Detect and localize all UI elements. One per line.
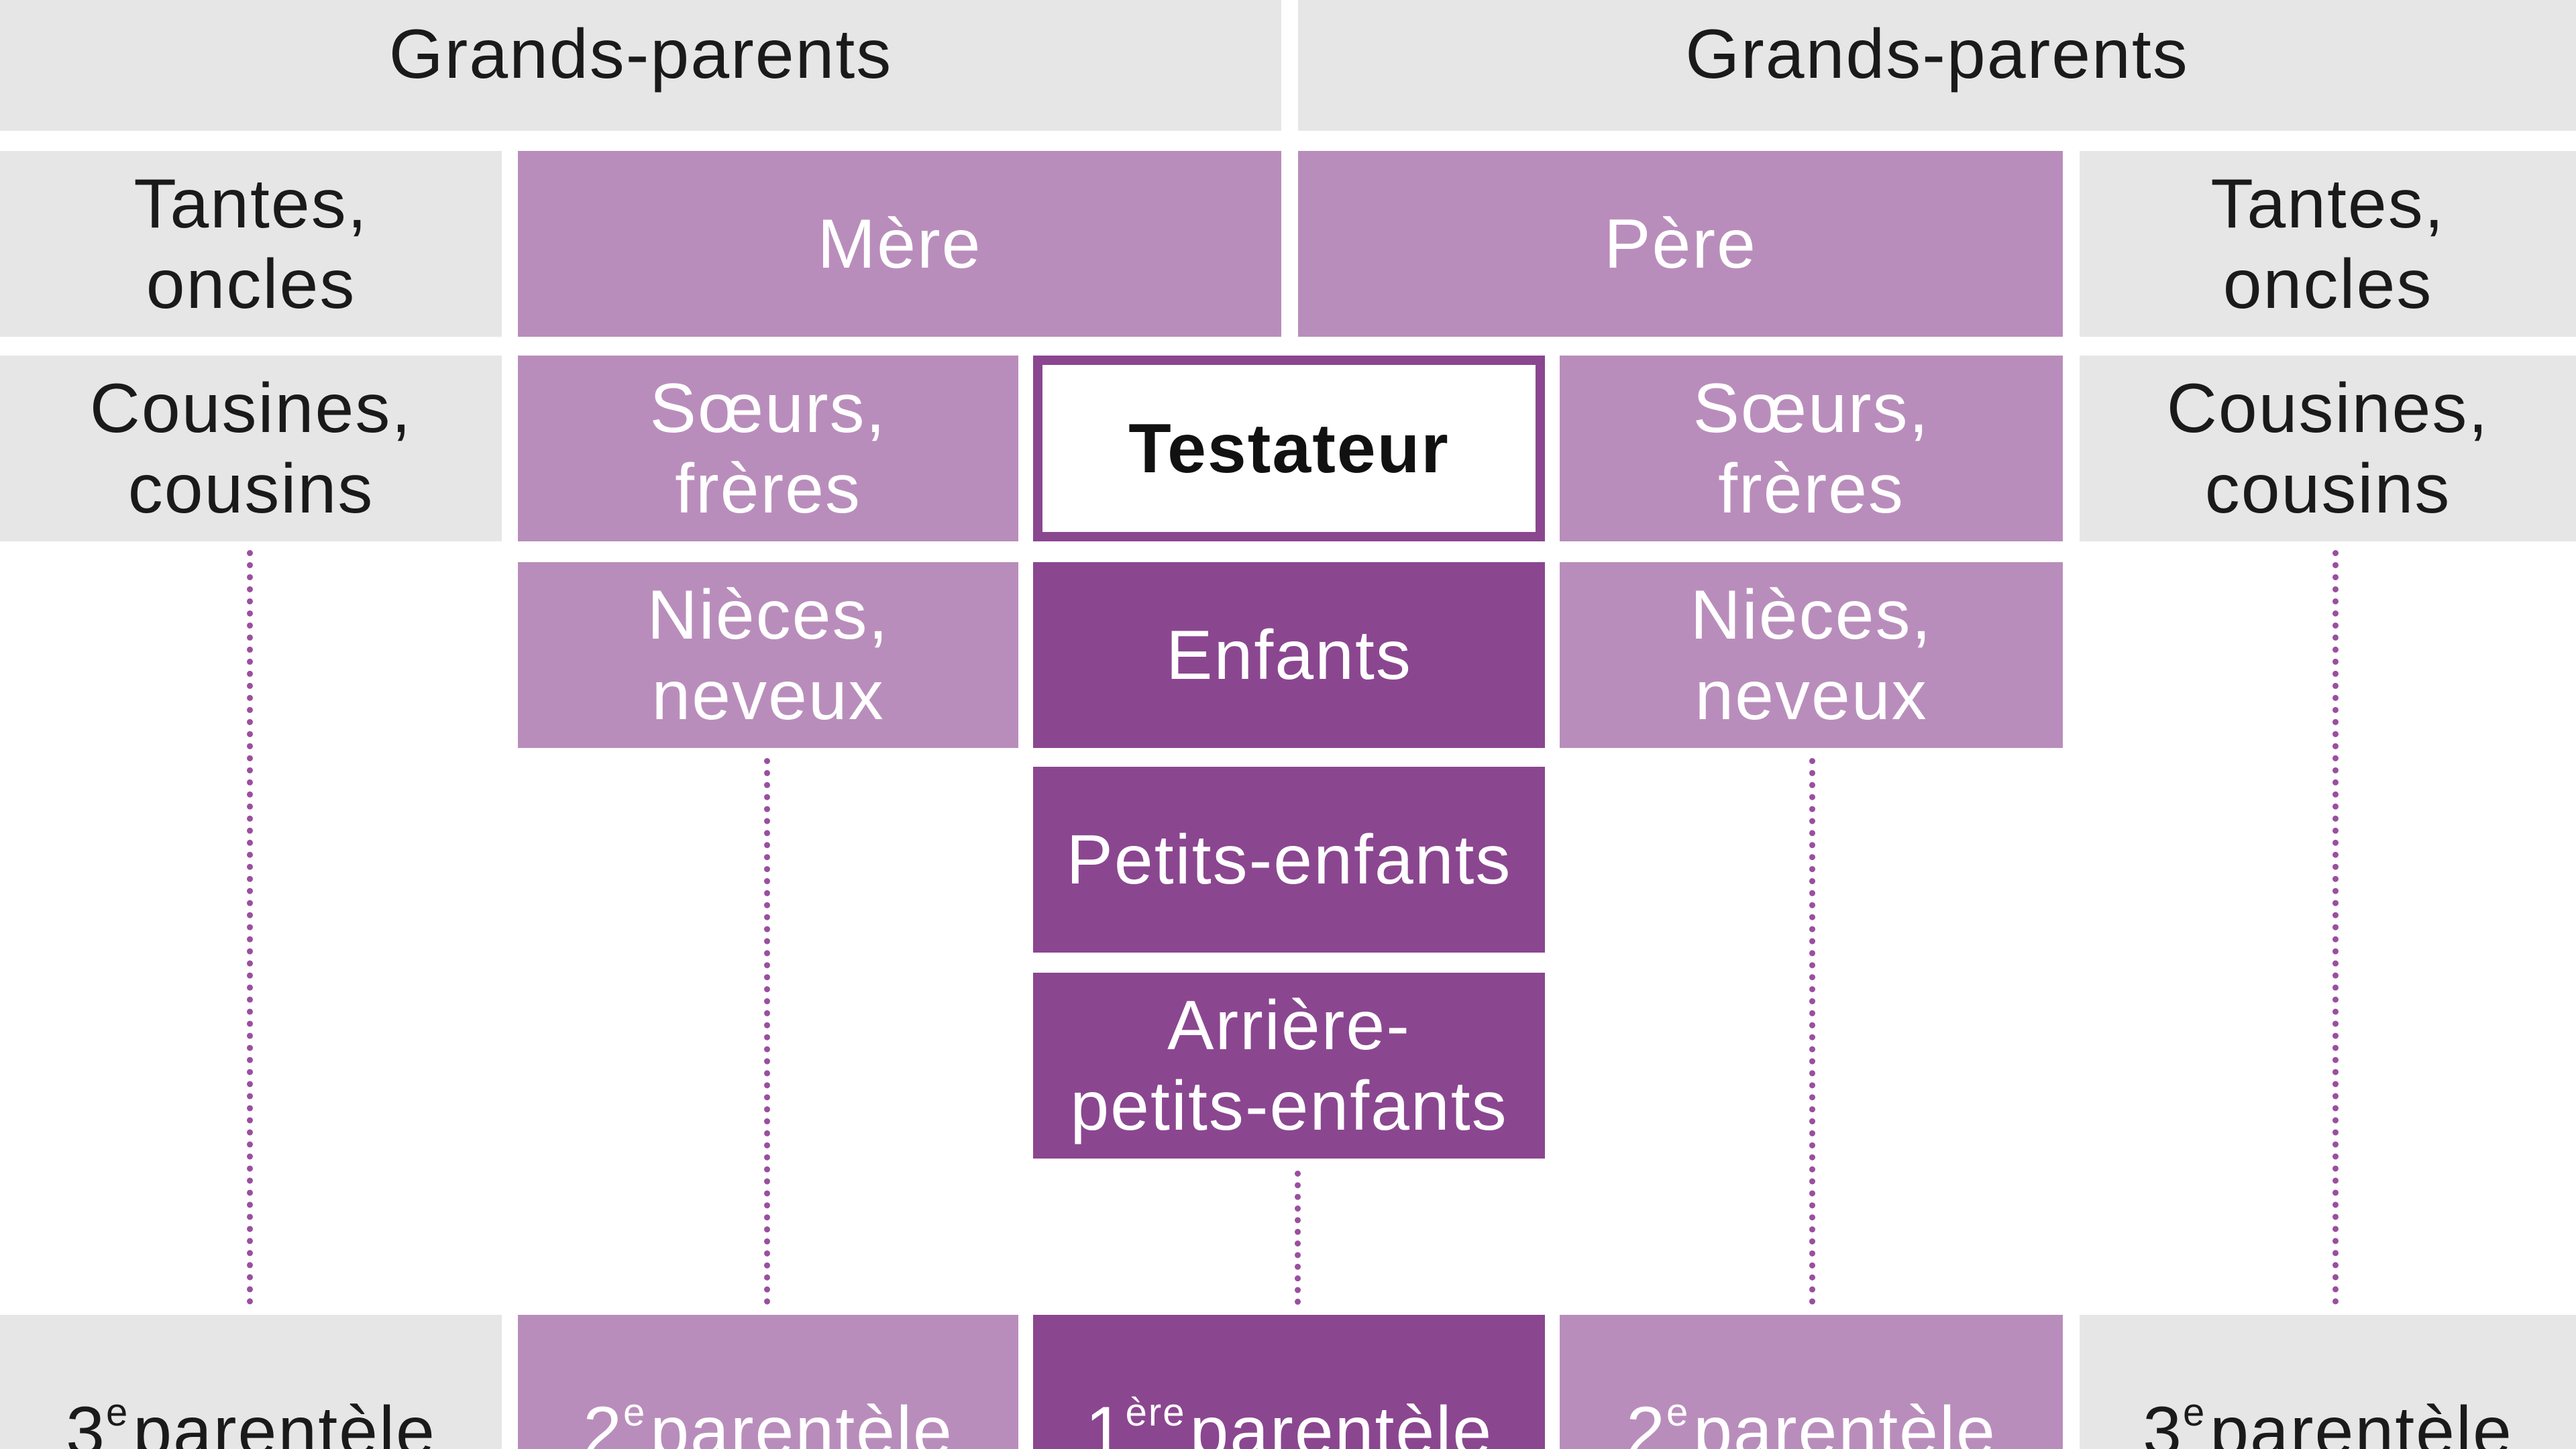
dotted-line-second-left (764, 758, 770, 1305)
grandparents-right-box: Grands-parents (1298, 0, 2576, 131)
children-box: Enfants (1033, 562, 1545, 748)
grandchildren-box: Petits-enfants (1033, 767, 1545, 953)
cousins-left-label: Cousines, cousins (89, 369, 413, 528)
grandchildren-label: Petits-enfants (1066, 820, 1512, 899)
siblings-left-label: Sœurs, frères (649, 369, 887, 528)
second-parentele-left-label: 2eparentèle (583, 1391, 953, 1449)
second-parentele-right-label: 2eparentèle (1626, 1391, 1996, 1449)
cousins-left-box: Cousines, cousins (0, 356, 502, 541)
grandparents-left-label: Grands-parents (388, 15, 893, 93)
first-parentele-label: 1èreparentèle (1085, 1391, 1493, 1449)
cousins-right-label: Cousines, cousins (2166, 369, 2489, 528)
third-parentele-right-label: 3eparentèle (2143, 1391, 2513, 1449)
aunts-uncles-left-label: Tantes, oncles (133, 164, 368, 323)
great-grandchildren-box: Arrière- petits-enfants (1033, 973, 1545, 1159)
nieces-nephews-right-box: Nièces, neveux (1560, 562, 2063, 748)
third-parentele-left-box: 3eparentèle (0, 1315, 502, 1449)
siblings-right-label: Sœurs, frères (1693, 369, 1930, 528)
dotted-line-second-right (1809, 758, 1815, 1305)
grandparents-left-box: Grands-parents (0, 0, 1281, 131)
first-parentele-box: 1èreparentèle (1033, 1315, 1545, 1449)
third-parentele-left-label: 3eparentèle (66, 1391, 436, 1449)
dotted-line-third-left (247, 550, 253, 1305)
testator-box: Testateur (1033, 356, 1545, 541)
nieces-nephews-left-box: Nièces, neveux (518, 562, 1018, 748)
cousins-right-box: Cousines, cousins (2080, 356, 2576, 541)
second-parentele-right-box: 2eparentèle (1560, 1315, 2063, 1449)
aunts-uncles-right-box: Tantes, oncles (2080, 151, 2576, 337)
father-label: Père (1604, 205, 1757, 283)
second-parentele-left-box: 2eparentèle (518, 1315, 1018, 1449)
siblings-left-box: Sœurs, frères (518, 356, 1018, 541)
aunts-uncles-left-box: Tantes, oncles (0, 151, 502, 337)
nieces-nephews-right-label: Nièces, neveux (1690, 576, 1933, 735)
third-parentele-right-box: 3eparentèle (2080, 1315, 2576, 1449)
mother-box: Mère (518, 151, 1281, 337)
dotted-line-third-right (2332, 550, 2339, 1305)
aunts-uncles-right-label: Tantes, oncles (2210, 164, 2445, 323)
grandparents-right-label: Grands-parents (1685, 15, 2189, 93)
testator-label: Testateur (1128, 409, 1450, 488)
father-box: Père (1298, 151, 2063, 337)
mother-label: Mère (817, 205, 982, 283)
siblings-right-box: Sœurs, frères (1560, 356, 2063, 541)
dotted-line-first (1295, 1171, 1301, 1305)
children-label: Enfants (1166, 616, 1412, 694)
great-grandchildren-label: Arrière- petits-enfants (1070, 986, 1508, 1145)
nieces-nephews-left-label: Nièces, neveux (647, 576, 890, 735)
